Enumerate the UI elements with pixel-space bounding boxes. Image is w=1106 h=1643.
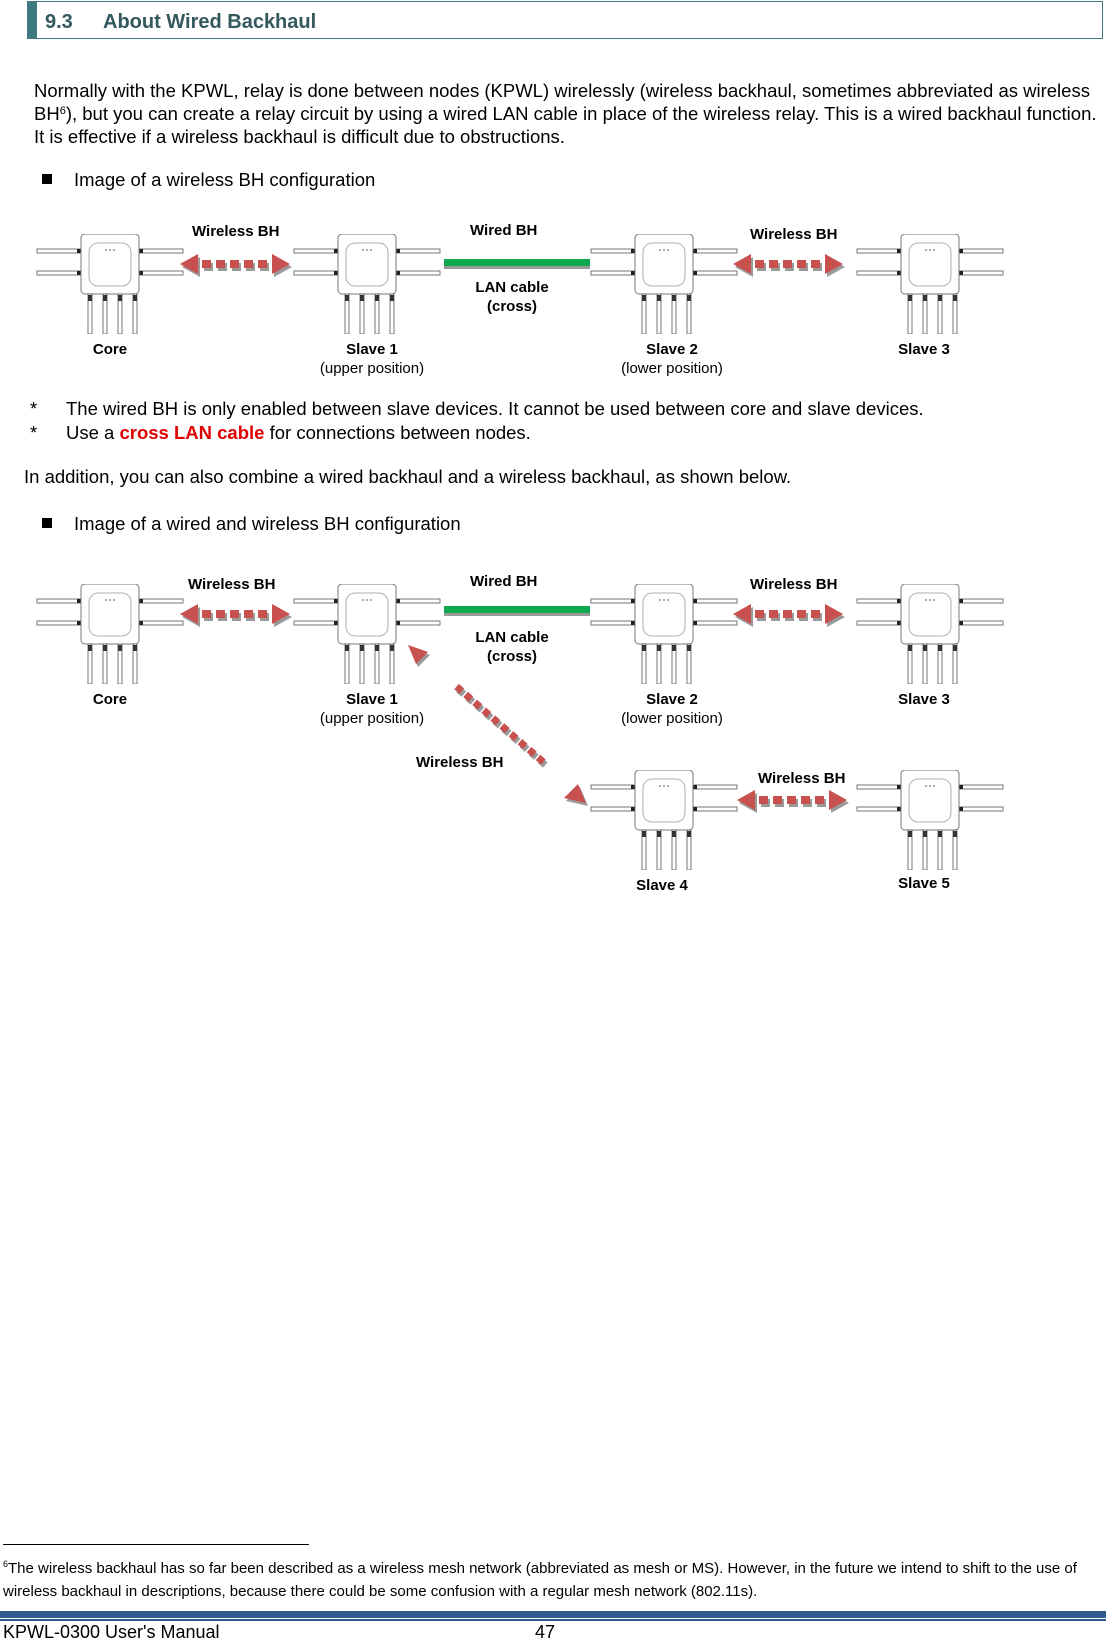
manual-title: KPWL-0300 User's Manual xyxy=(3,1622,220,1642)
link-label: Wireless BH xyxy=(188,576,276,593)
slave4-device-icon xyxy=(590,770,738,870)
footnote: 6The wireless backhaul has so far been d… xyxy=(3,1557,1103,1603)
highlight-text: cross LAN cable xyxy=(119,422,265,443)
node-label: Slave 4 xyxy=(636,877,688,894)
cable-label: (cross) xyxy=(486,648,538,665)
node-sublabel: (lower position) xyxy=(621,710,723,727)
note-item: * The wired BH is only enabled between sl… xyxy=(30,398,924,420)
note-item: * Use a cross LAN cable for connections b… xyxy=(30,422,531,444)
section-heading: 9.3 About Wired Backhaul xyxy=(27,1,1103,39)
combine-paragraph: In addition, you can also combine a wire… xyxy=(24,466,792,487)
slave2-device-icon xyxy=(590,234,738,334)
wireless-diagonal-arrow-icon xyxy=(408,645,588,806)
node-sublabel: (lower position) xyxy=(621,360,723,377)
cable-label: LAN cable xyxy=(475,279,549,296)
footnote-separator xyxy=(3,1544,309,1545)
link-label: Wireless BH xyxy=(758,770,846,787)
cable-label: LAN cable xyxy=(475,629,549,646)
node-label: Slave 2 xyxy=(646,691,698,708)
footnote-text: The wireless backhaul has so far been de… xyxy=(3,1560,1077,1600)
node-label: Slave 1 xyxy=(346,691,398,708)
note-text: Use a xyxy=(66,422,120,443)
node-label: Slave 3 xyxy=(898,341,950,358)
bullet-text: Image of a wired and wireless BH configu… xyxy=(74,513,461,534)
bullet-combined-config: Image of a wired and wireless BH configu… xyxy=(42,513,461,535)
node-label: Core xyxy=(92,341,128,358)
bullet-wireless-config: Image of a wireless BH configuration xyxy=(42,169,375,191)
slave1-device-icon xyxy=(293,234,441,334)
page-number: 47 xyxy=(535,1622,556,1642)
note-mark: * xyxy=(30,422,38,443)
lan-cable-line xyxy=(444,259,590,266)
node-label: Slave 2 xyxy=(646,341,698,358)
note-text: The wired BH is only enabled between sla… xyxy=(66,398,924,419)
link-label: Wired BH xyxy=(470,573,538,590)
wireless-arrow-icon xyxy=(733,254,845,277)
section-number: 9.3 xyxy=(45,11,73,33)
core-device-icon xyxy=(36,584,184,684)
square-bullet-icon xyxy=(42,174,52,184)
note-text: for connections between nodes. xyxy=(264,422,531,443)
wireless-arrow-icon xyxy=(737,790,849,813)
lan-cable-line xyxy=(444,606,590,613)
node-sublabel: (upper position) xyxy=(319,710,425,727)
wireless-arrow-icon xyxy=(180,254,292,277)
intro-text-2: ), but you can create a relay circuit by… xyxy=(34,103,1097,147)
intro-paragraph: Normally with the KPWL, relay is done be… xyxy=(34,79,1099,148)
square-bullet-icon xyxy=(42,518,52,528)
footnote-ref[interactable]: 6 xyxy=(59,105,66,117)
link-label: Wireless BH xyxy=(750,226,838,243)
slave3-device-icon xyxy=(856,584,1004,684)
core-device-icon xyxy=(36,234,184,334)
slave5-device-icon xyxy=(856,770,1004,870)
link-label: Wired BH xyxy=(470,222,538,239)
node-label: Slave 3 xyxy=(898,691,950,708)
node-label: Slave 1 xyxy=(346,341,398,358)
wireless-arrow-icon xyxy=(180,604,292,627)
intro-text-1: Normally with the KPWL, relay is done be… xyxy=(34,80,1090,124)
node-label: Slave 5 xyxy=(898,875,950,892)
section-title: About Wired Backhaul xyxy=(103,11,317,33)
node-label: Core xyxy=(92,691,128,708)
node-sublabel: (upper position) xyxy=(319,360,425,377)
link-label: Wireless BH xyxy=(416,754,504,771)
slave2-device-icon xyxy=(590,584,738,684)
footnote-number: 6 xyxy=(3,1559,9,1569)
link-label: Wireless BH xyxy=(192,223,280,240)
footer-rule xyxy=(0,1611,1106,1618)
footer-rule xyxy=(0,1619,1106,1621)
bullet-text: Image of a wireless BH configuration xyxy=(74,169,376,190)
note-mark: * xyxy=(30,398,38,419)
link-label: Wireless BH xyxy=(750,576,838,593)
slave3-device-icon xyxy=(856,234,1004,334)
cable-label: (cross) xyxy=(486,298,538,315)
wireless-arrow-icon xyxy=(733,604,845,627)
